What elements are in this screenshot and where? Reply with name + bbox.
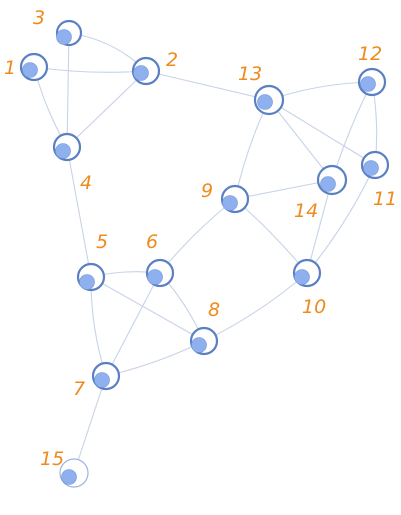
node-12 [357, 67, 387, 97]
node-15-dot [61, 469, 77, 485]
node-8 [189, 326, 219, 356]
edge-layer [33, 32, 378, 474]
node-8-dot [191, 337, 207, 353]
node-14 [316, 164, 348, 196]
node-12-label: 12 [358, 43, 382, 65]
edge-5-8 [90, 276, 205, 342]
node-5-label: 5 [96, 231, 108, 253]
node-9 [220, 184, 250, 214]
node-4-label: 4 [80, 172, 92, 194]
node-1-dot [22, 62, 38, 78]
edge-3-4 [66, 32, 70, 148]
node-10-label: 10 [302, 296, 326, 318]
edge-13-14 [268, 99, 333, 181]
edge-9-6 [159, 198, 236, 274]
node-7-dot [94, 372, 110, 388]
node-3 [55, 19, 83, 47]
node-11 [360, 150, 390, 180]
node-8-label: 8 [208, 299, 220, 321]
node-layer [19, 19, 390, 488]
node-11-dot [363, 160, 379, 176]
node-4-dot [55, 143, 71, 159]
node-3-dot [56, 29, 72, 45]
node-5-dot [79, 274, 95, 290]
node-1-label: 1 [4, 57, 16, 79]
node-15 [59, 458, 89, 488]
node-11-label: 11 [373, 188, 397, 210]
node-2-label: 2 [166, 49, 178, 71]
edge-13-12 [268, 81, 373, 101]
node-10 [292, 258, 322, 288]
node-13 [253, 84, 285, 116]
edge-13-9 [234, 99, 270, 200]
node-3-label: 3 [33, 7, 45, 29]
edge-11-10 [306, 164, 376, 274]
node-10-dot [294, 269, 310, 285]
node-2-dot [133, 65, 149, 81]
node-13-dot [257, 94, 273, 110]
node-6-dot [147, 269, 163, 285]
node-14-label: 14 [294, 200, 318, 222]
edge-1-2 [33, 66, 147, 73]
node-12-dot [360, 76, 376, 92]
edge-7-8 [105, 340, 205, 377]
node-15-label: 15 [40, 448, 64, 470]
node-6 [145, 258, 175, 288]
node-5 [76, 262, 106, 292]
edge-6-7 [105, 272, 161, 377]
node-14-dot [320, 176, 336, 192]
node-13-label: 13 [238, 63, 262, 85]
node-7 [91, 361, 121, 391]
node-4 [52, 132, 82, 162]
node-1 [19, 52, 49, 82]
edge-5-7 [90, 276, 107, 377]
node-9-label: 9 [201, 180, 213, 202]
node-9-dot [222, 195, 238, 211]
edge-2-4 [66, 70, 147, 148]
edge-4-5 [66, 146, 92, 278]
node-6-label: 6 [146, 231, 158, 253]
node-7-label: 7 [73, 378, 85, 400]
node-2 [131, 56, 161, 86]
